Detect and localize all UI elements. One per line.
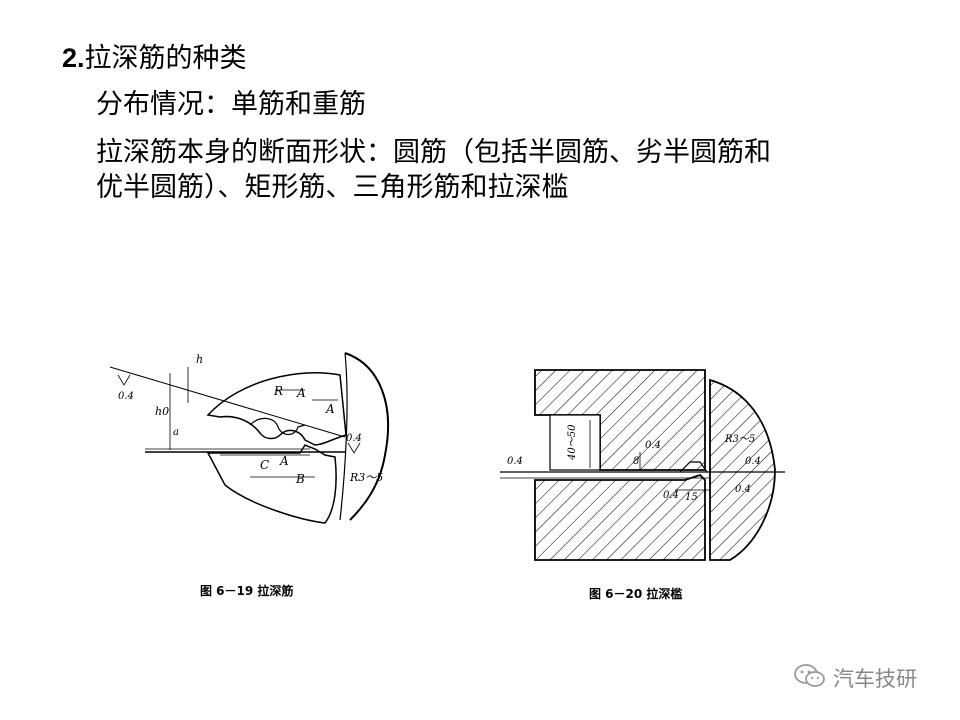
figure-caption-6-20: 图 6－20 拉深槛: [589, 587, 683, 601]
label-R: R: [273, 384, 283, 398]
label-roughness-1: 0.4: [645, 440, 661, 451]
punch-arc: [344, 352, 389, 521]
label-roughness-4: 0.4: [745, 456, 761, 467]
label-B: B: [295, 472, 305, 486]
label-h0: h0: [155, 405, 169, 418]
label-roughness-2: 0.4: [507, 456, 523, 467]
label-A-right: A: [325, 402, 335, 416]
label-roughness-5: 0.4: [735, 484, 751, 495]
label-C: C: [260, 458, 269, 472]
lower-die-outline: [206, 444, 337, 524]
heading-title: 拉深筋的种类: [84, 43, 247, 74]
holder-insert: [549, 414, 601, 471]
figure-draw-bead: h h0 a R A A C A B 0.4 0.4 R3～5: [100, 345, 400, 535]
upper-die-outline: [206, 372, 347, 446]
watermark: 汽车技研: [793, 664, 917, 692]
label-roughness-2: 0.4: [346, 433, 362, 444]
text-line-shape-1: 拉深筋本身的断面形状：圆筋（包括半圆筋、劣半圆筋和: [96, 137, 771, 168]
wechat-icon: [793, 662, 827, 694]
lower-die: [534, 473, 706, 561]
label-h: h: [196, 353, 203, 366]
heading-number: 2.: [62, 43, 85, 73]
label-roughness-3: 0.4: [663, 490, 679, 501]
figure-caption-6-19: 图 6－19 拉深筋: [200, 584, 294, 598]
label-radius: R3～5: [724, 434, 755, 445]
text-line-shape-2: 优半圆筋）、矩形筋、三角形筋和拉深槛: [96, 172, 569, 203]
bead-profile: [249, 417, 306, 436]
label-a: a: [173, 427, 179, 438]
label-A-top: A: [296, 386, 306, 400]
label-radius: R3～5: [349, 471, 383, 484]
sill-bead: [679, 461, 708, 473]
slide-heading: 2.拉深筋的种类: [62, 40, 247, 77]
label-height: 40～50: [567, 424, 578, 461]
label-w: 15: [685, 492, 698, 503]
label-A-bottom: A: [279, 454, 289, 468]
text-line-distribution: 分布情况：单筋和重筋: [96, 89, 366, 120]
watermark-text: 汽车技研: [833, 667, 917, 691]
label-roughness-1: 0.4: [118, 391, 134, 402]
punch: [709, 378, 776, 561]
figure-draw-sill: 40～50 8 15 0.4 0.4 0.4 0.4 0.4 R3～5: [495, 360, 795, 570]
label-t: 8: [633, 456, 639, 467]
